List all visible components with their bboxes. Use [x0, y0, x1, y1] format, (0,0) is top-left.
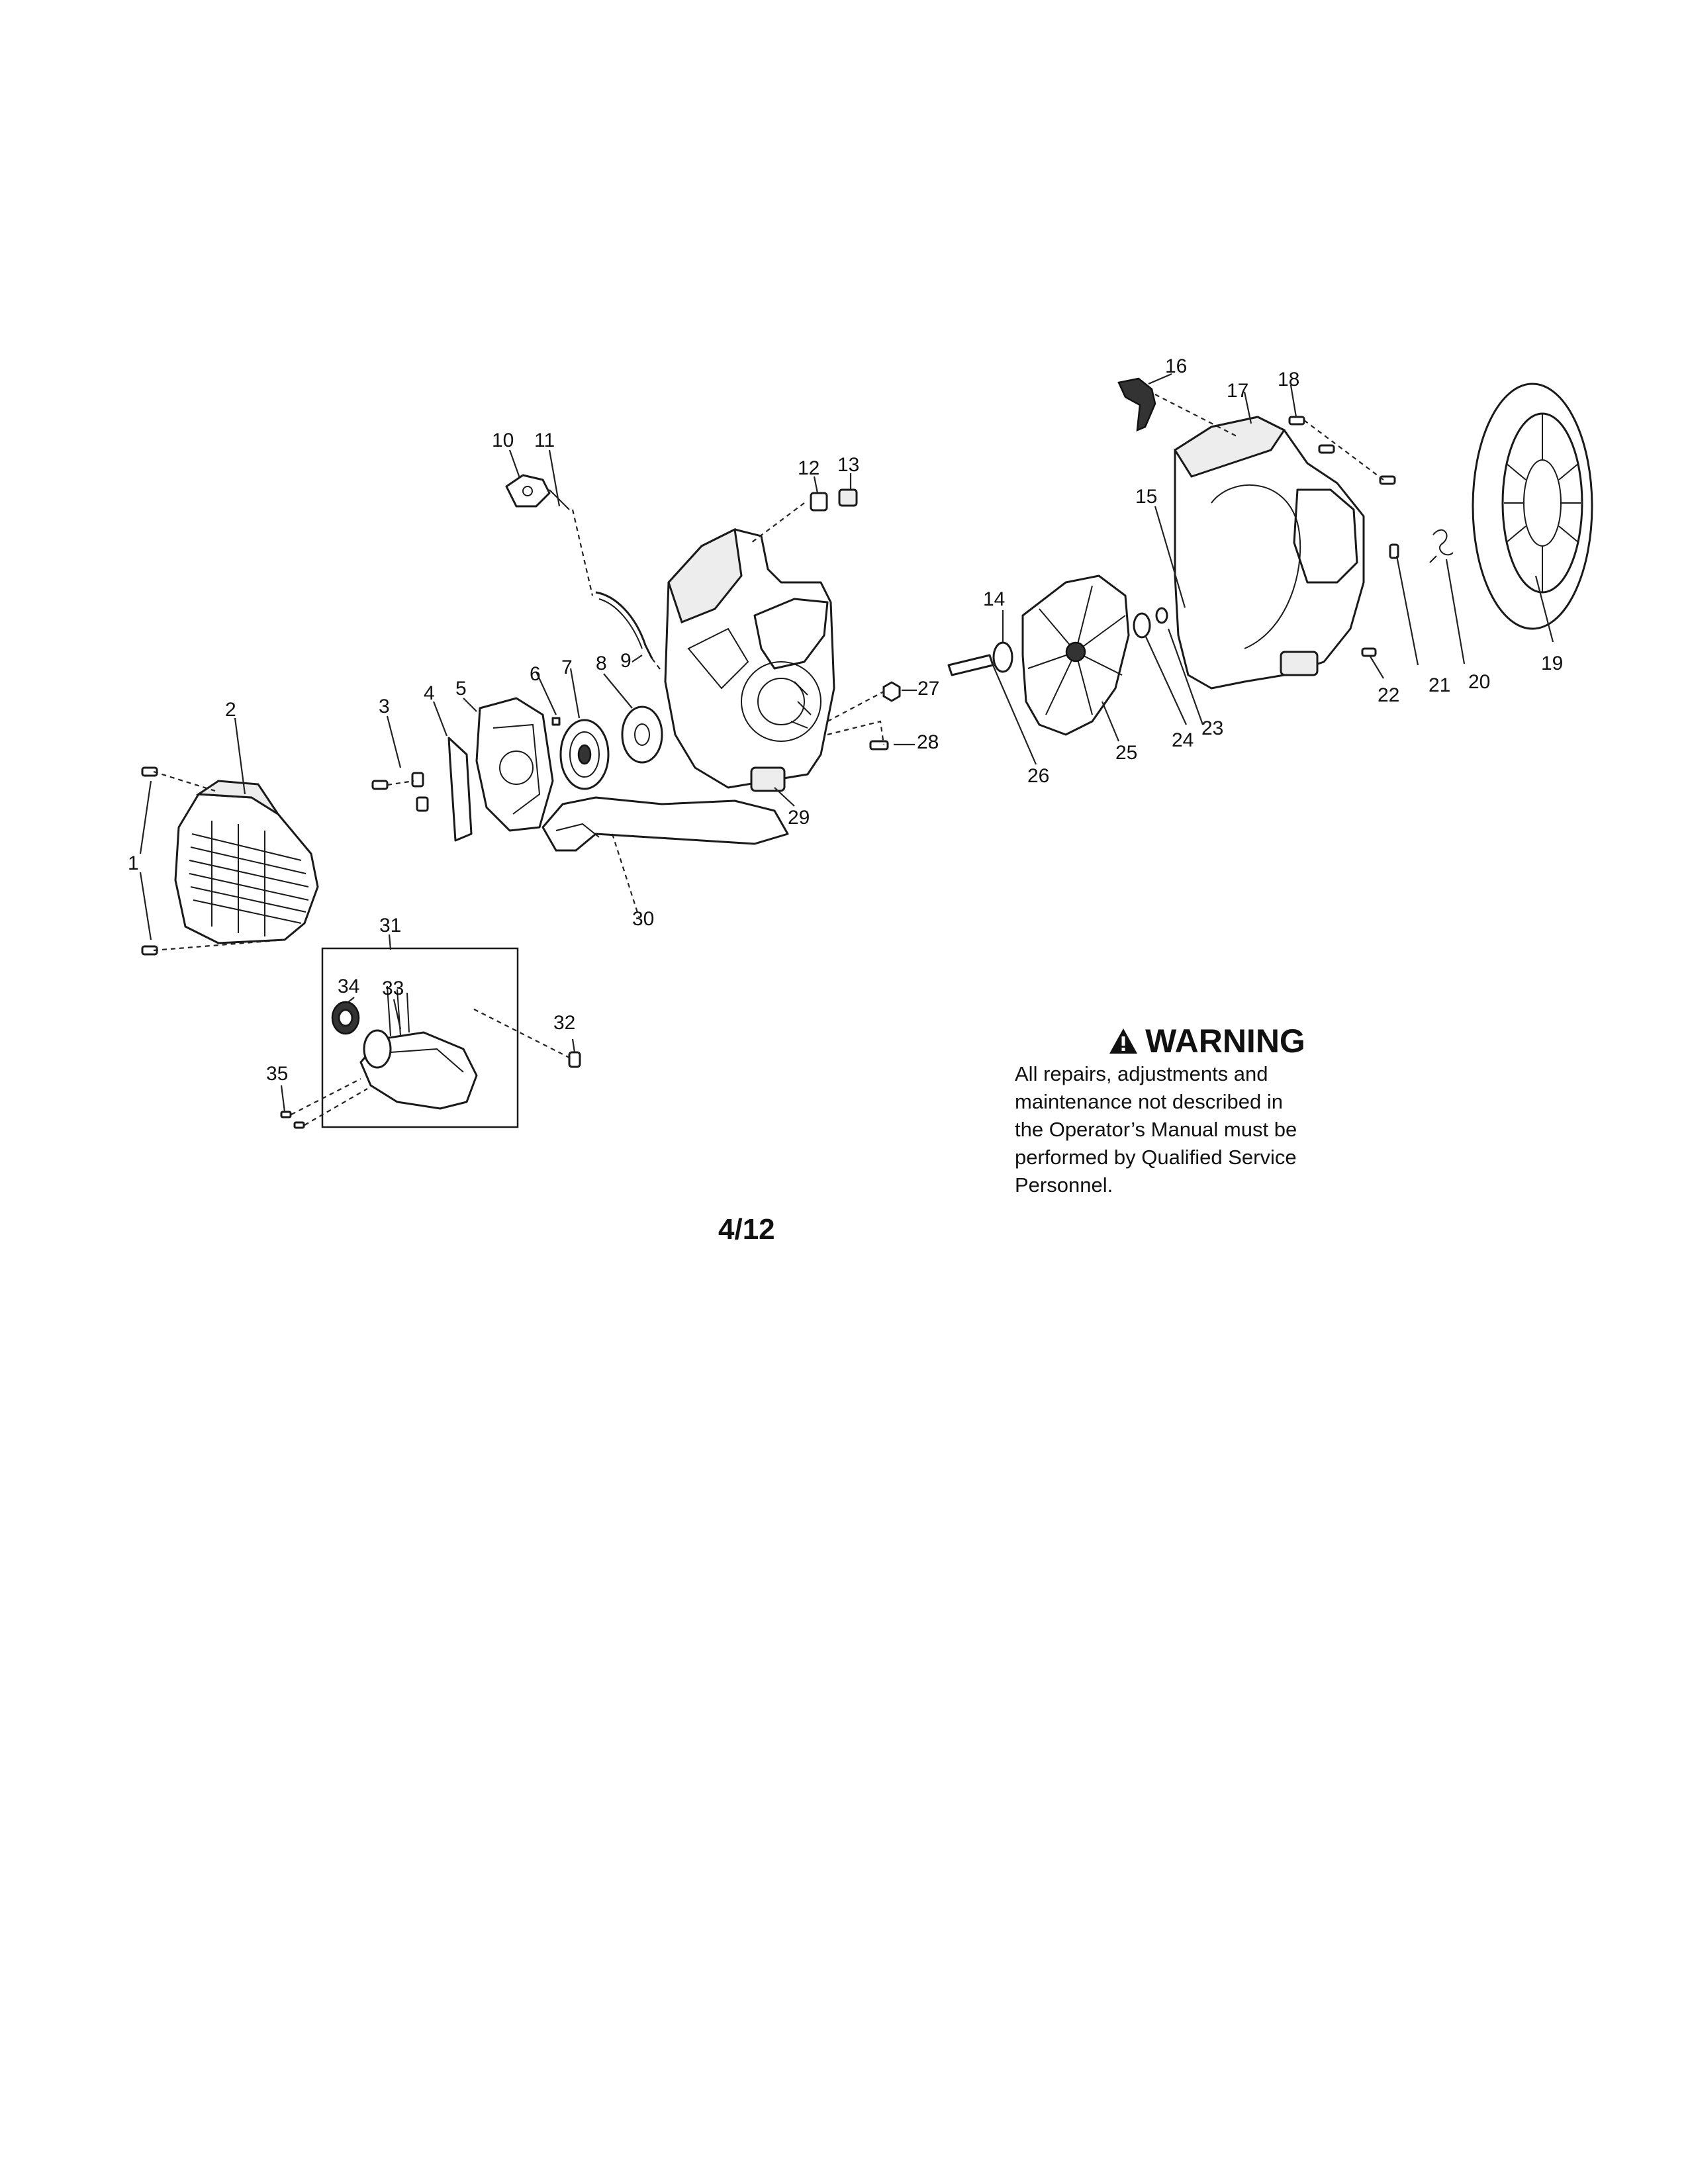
- engine-cover-part: [174, 780, 319, 944]
- nut-part: [882, 681, 901, 702]
- starter-housing-part: [475, 697, 554, 832]
- handle-part: [541, 796, 789, 852]
- callout-6: 6: [530, 663, 541, 685]
- callout-31: 31: [379, 915, 401, 936]
- leader-lines: [139, 373, 1554, 1113]
- callout-3: 3: [379, 696, 390, 717]
- warning-notice: WARNING All repairs, adjustments and mai…: [1015, 1024, 1385, 1199]
- warning-title: WARNING: [1145, 1023, 1305, 1060]
- callout-26: 26: [1027, 765, 1049, 787]
- warning-text: All repairs, adjustments and maintenance…: [1015, 1062, 1297, 1197]
- impeller-part: [1021, 574, 1130, 736]
- fuel-line-part: [595, 591, 653, 659]
- starter-pulley-part: [551, 717, 610, 790]
- callout-32: 32: [553, 1012, 575, 1034]
- callout-12: 12: [798, 457, 820, 479]
- screw-part: [1361, 543, 1399, 657]
- callout-21: 21: [1429, 674, 1450, 696]
- bolt-part: [869, 740, 889, 751]
- callout-5: 5: [455, 678, 467, 700]
- callout-30: 30: [632, 908, 654, 930]
- callout-35: 35: [266, 1063, 288, 1085]
- kit-box: [321, 947, 519, 1128]
- callout-15: 15: [1135, 486, 1157, 508]
- gasket-part: [447, 737, 473, 842]
- assembly-lines: [153, 394, 1384, 1126]
- cap-part: [810, 488, 858, 512]
- warning-triangle-icon: [1109, 1028, 1138, 1054]
- callout-25: 25: [1115, 742, 1137, 764]
- callout-18: 18: [1278, 369, 1299, 390]
- cover-screw-part: [141, 766, 158, 956]
- filter-part: [363, 985, 410, 1069]
- warning-heading: WARNING: [1028, 1024, 1385, 1058]
- callout-1: 1: [128, 852, 139, 874]
- gasket-plate-part: [505, 474, 570, 510]
- callout-4: 4: [424, 682, 435, 704]
- washer-part: [621, 705, 663, 764]
- callout-24: 24: [1172, 729, 1194, 751]
- callout-29: 29: [788, 807, 810, 829]
- callout-7: 7: [561, 657, 573, 678]
- callout-8: 8: [596, 653, 607, 674]
- callout-10: 10: [492, 430, 514, 451]
- knob-part: [331, 1001, 360, 1035]
- housing-screw-part: [1288, 416, 1396, 485]
- shaft-part: [947, 641, 1013, 676]
- callout-17: 17: [1227, 380, 1248, 402]
- callout-34: 34: [338, 976, 359, 997]
- small-washer-part: [1133, 607, 1168, 639]
- plug-part: [568, 1051, 581, 1068]
- callout-9: 9: [620, 650, 632, 672]
- callout-16: 16: [1165, 355, 1187, 377]
- switch-part: [1117, 377, 1156, 432]
- page-number: 4/12: [718, 1213, 775, 1246]
- callout-22: 22: [1378, 684, 1399, 706]
- screw-part: [371, 772, 429, 812]
- blower-housing-half-part: [1173, 416, 1365, 690]
- intake-guard-part: [1472, 383, 1593, 630]
- callout-13: 13: [837, 454, 859, 476]
- callout-19: 19: [1541, 653, 1563, 674]
- blower-housing-part: [664, 527, 835, 792]
- callout-33: 33: [382, 978, 404, 999]
- callout-20: 20: [1468, 671, 1490, 693]
- small-screw-part: [280, 1111, 305, 1129]
- callout-27: 27: [917, 678, 939, 700]
- callout-28: 28: [917, 731, 939, 753]
- callout-labels: 1 2 3 4 5 6 7 8 9 10 11 12 13 14 15 16 1…: [128, 355, 1563, 1085]
- callout-2: 2: [225, 699, 236, 721]
- callout-23: 23: [1201, 717, 1223, 739]
- spring-part: [1429, 529, 1454, 563]
- callout-11: 11: [534, 430, 555, 451]
- callout-14: 14: [983, 588, 1005, 610]
